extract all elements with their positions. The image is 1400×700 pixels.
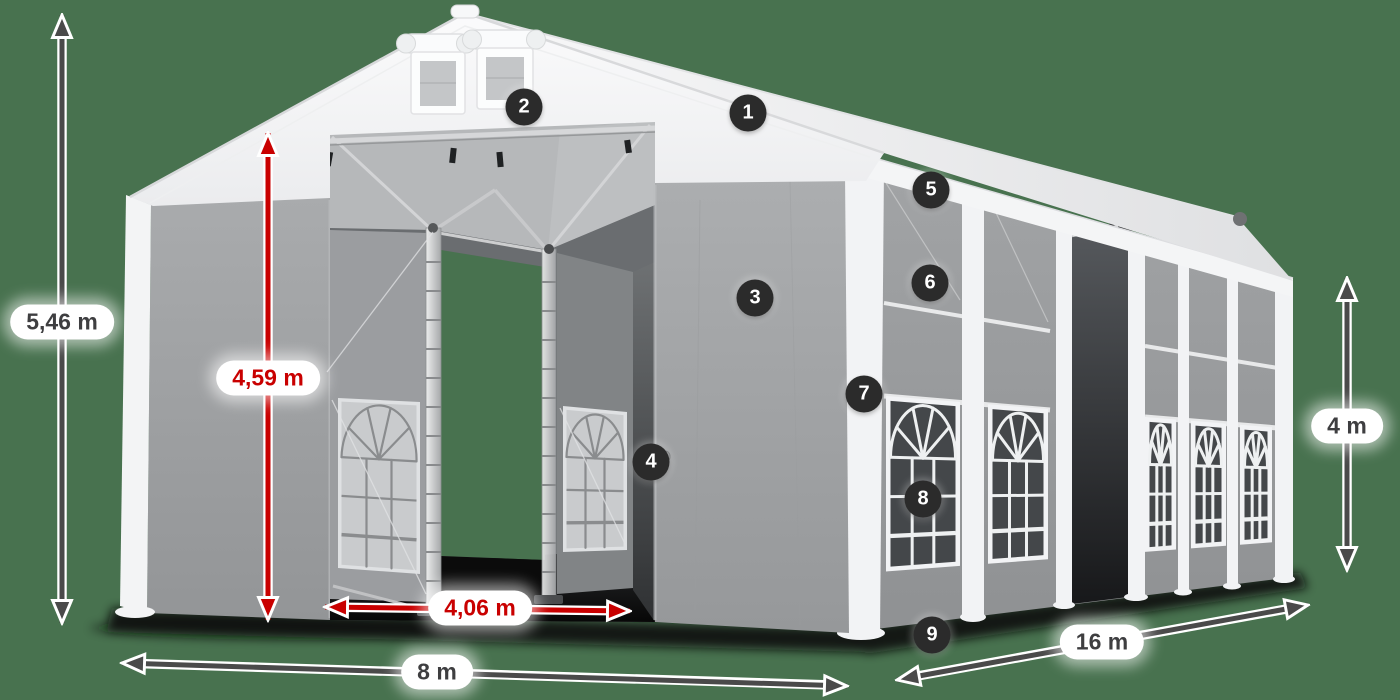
window-glass xyxy=(566,409,624,549)
callout-6[interactable]: 6 xyxy=(911,264,949,302)
bracing-cables xyxy=(331,399,627,595)
front-left-panel xyxy=(147,197,330,620)
apex-cap xyxy=(450,4,480,19)
label-entrance-width: 4,06 m xyxy=(428,590,532,626)
callout-1[interactable]: 1 xyxy=(729,94,767,132)
callout-4[interactable]: 4 xyxy=(632,443,670,481)
window-glass xyxy=(992,409,1044,559)
cross-beam xyxy=(329,125,656,144)
front-left-wall xyxy=(115,195,332,620)
window-glass xyxy=(341,401,417,571)
side-opening xyxy=(1072,235,1128,604)
label-length: 16 m xyxy=(1059,624,1145,660)
callout-9[interactable]: 9 xyxy=(913,616,951,654)
ridge-end-cap xyxy=(1233,212,1247,226)
front-right-panel xyxy=(655,173,849,633)
callout-5[interactable]: 5 xyxy=(912,171,950,209)
callout-3[interactable]: 3 xyxy=(736,279,774,317)
callout-8[interactable]: 8 xyxy=(904,480,942,518)
side-posts xyxy=(838,155,1293,635)
gable-vent-windows xyxy=(396,29,546,115)
callout-2[interactable]: 2 xyxy=(505,88,543,126)
left-corner-trim xyxy=(120,195,151,613)
roof-side-slope xyxy=(465,13,1293,281)
callout-7[interactable]: 7 xyxy=(845,375,883,413)
label-side-height: 4 m xyxy=(1311,408,1383,444)
label-total-height: 5,46 m xyxy=(10,304,114,340)
side-eave-band xyxy=(864,155,1293,297)
pass-through-opening xyxy=(441,250,545,560)
label-entrance-height: 4,59 m xyxy=(216,360,320,396)
label-width: 8 m xyxy=(401,654,473,690)
arrow-width-8m xyxy=(122,663,847,686)
